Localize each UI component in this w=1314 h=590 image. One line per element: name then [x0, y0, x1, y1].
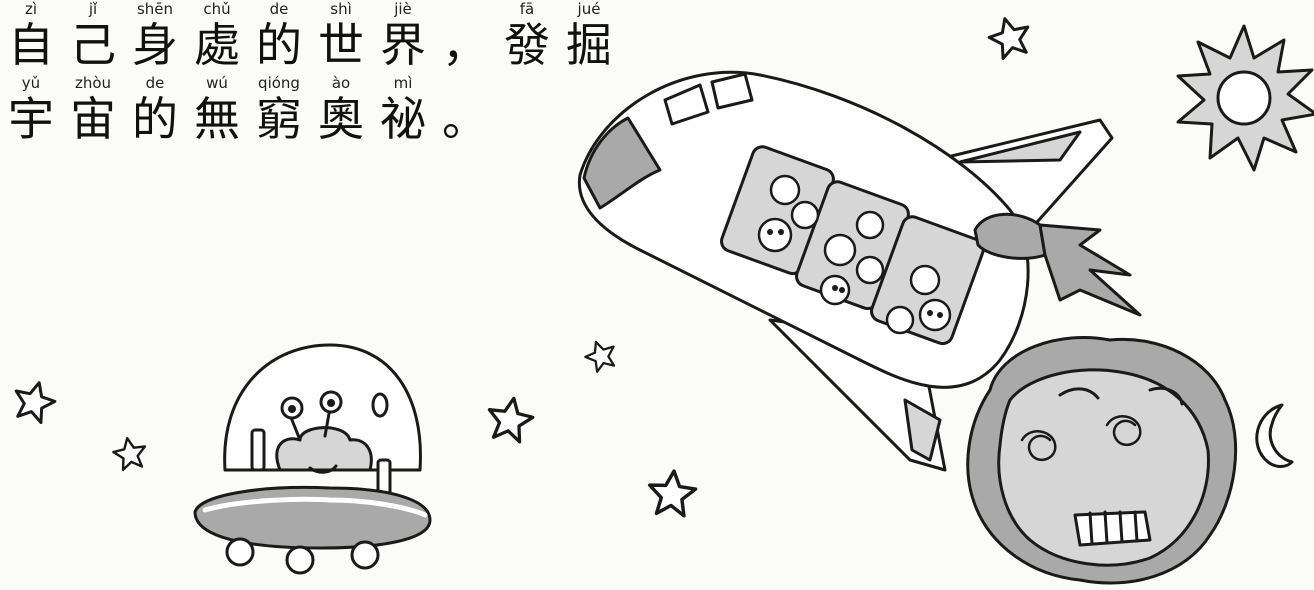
hanzi-character: 的: [256, 18, 302, 72]
pinyin-label: qióng: [258, 74, 300, 92]
hanzi-character: 身: [132, 18, 178, 72]
pinyin-label: shēn: [136, 0, 174, 18]
hanzi-character: 處: [194, 18, 240, 72]
star-icon: [987, 17, 1030, 60]
pinyin-label: shì: [330, 0, 352, 18]
star-icon: [584, 340, 616, 373]
pinyin-label: zhòu: [74, 74, 112, 92]
hanzi-character: 祕: [380, 92, 426, 146]
pinyin-label: wú: [206, 74, 228, 92]
hanzi-character: 奧: [318, 92, 364, 146]
ufo-alien-icon: [193, 343, 432, 575]
moon-icon: [1255, 403, 1294, 468]
pinyin-label: chǔ: [203, 0, 231, 18]
star-icon: [487, 396, 535, 444]
hanzi-character: 己: [70, 18, 116, 72]
hanzi-character: 宇: [8, 92, 54, 146]
pinyin-label: yǔ: [21, 74, 41, 92]
hanzi-character: 發: [504, 18, 550, 72]
star-icon: [647, 469, 698, 518]
sun-icon: [1176, 24, 1314, 172]
spaceship-icon: [577, 70, 1142, 472]
hanzi-character: 掘: [566, 18, 612, 72]
dizzy-planet-icon: [966, 335, 1238, 585]
pinyin-label: mì: [393, 74, 413, 92]
hanzi-character: ，: [442, 18, 488, 72]
hanzi-character: 界: [380, 18, 426, 72]
hanzi-character: 。: [442, 92, 488, 146]
star-icon: [14, 381, 57, 424]
pinyin-label: de: [145, 74, 165, 92]
pinyin-label: jǐ: [88, 0, 98, 18]
pinyin-label: de: [269, 0, 289, 18]
hanzi-character: 自: [8, 18, 54, 72]
ruby-character: ，: [434, 0, 496, 72]
pinyin-label: jué: [577, 0, 601, 18]
hanzi-character: 無: [194, 92, 240, 146]
ruby-character: 。: [434, 74, 496, 146]
pinyin-label: jiè: [394, 0, 412, 18]
hanzi-character: 宙: [70, 92, 116, 146]
hanzi-character: 的: [132, 92, 178, 146]
pinyin-label: fā: [519, 0, 535, 18]
hanzi-character: 窮: [256, 92, 302, 146]
pinyin-label: ào: [331, 74, 351, 92]
pinyin-label: zì: [24, 0, 38, 18]
hanzi-character: 世: [318, 18, 364, 72]
star-icon: [112, 437, 147, 472]
